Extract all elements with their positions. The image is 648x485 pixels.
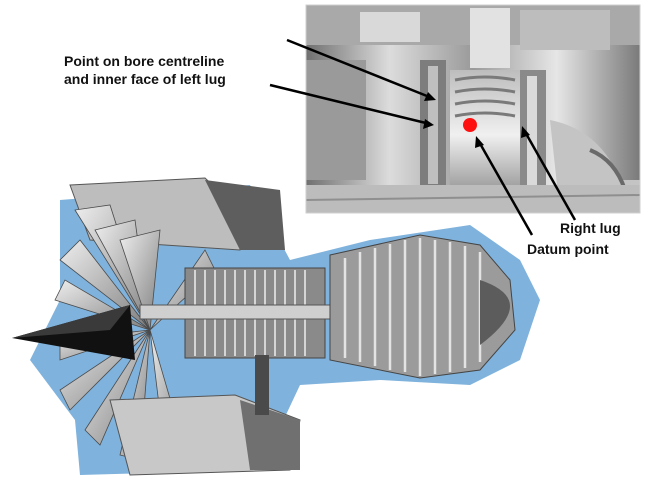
engine-cutaway (12, 177, 540, 476)
label-datum-point: Datum point (527, 241, 609, 257)
arrowhead-datum (475, 136, 484, 148)
arrow-datum (476, 139, 534, 236)
arrowhead-right-lug (521, 126, 530, 138)
arrow-bore-lower (269, 83, 431, 126)
datum-point-marker (463, 118, 477, 132)
label-bore-line2: and inner face of left lug (64, 71, 226, 87)
arrowhead-bore-upper (424, 92, 436, 101)
annotation-arrows (269, 38, 577, 236)
lug-photo (306, 5, 640, 213)
arrow-bore-upper (286, 38, 433, 100)
arrow-right-lug (522, 129, 577, 221)
label-bore-centreline: Point on bore centreline and inner face … (64, 52, 226, 88)
label-bore-line1: Point on bore centreline (64, 53, 225, 69)
arrowhead-bore-lower (423, 119, 434, 129)
label-right-lug: Right lug (560, 220, 621, 236)
